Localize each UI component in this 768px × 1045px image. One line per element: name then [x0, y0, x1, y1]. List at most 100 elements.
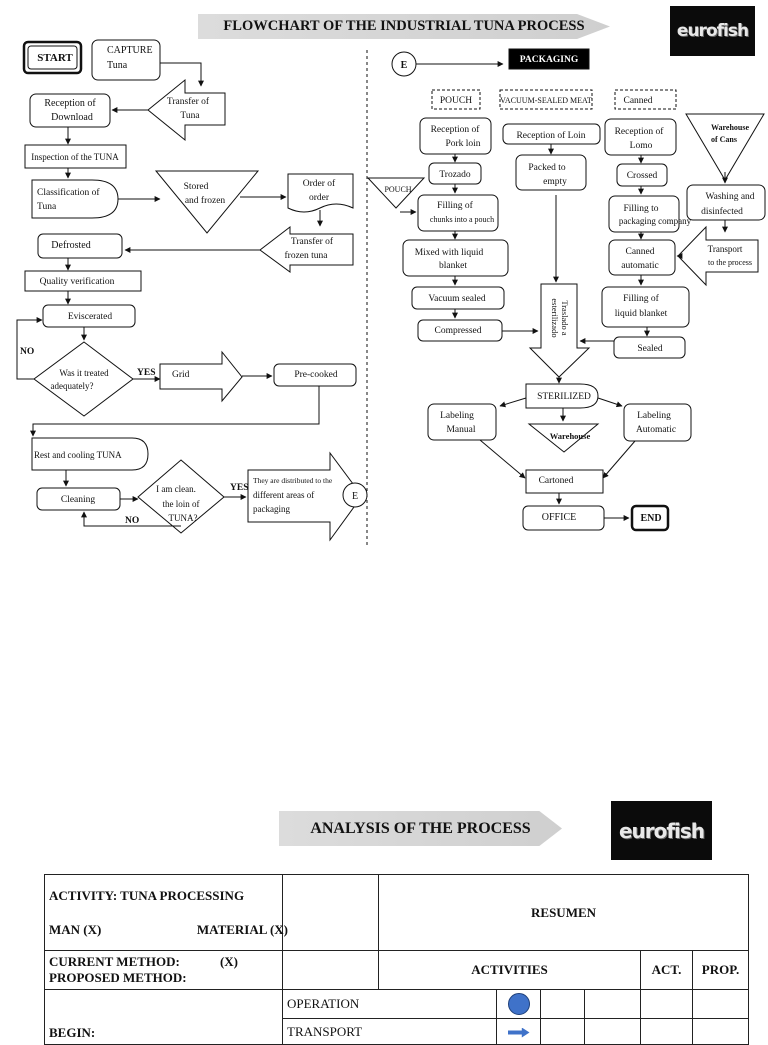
mixed-label-1: Mixed with liquid — [415, 248, 484, 258]
act-label: ACT. — [651, 962, 682, 977]
labeling-manual-box: Labeling Manual — [427, 403, 497, 441]
transport-label-1: Transport — [708, 244, 743, 254]
label-manual-label-2: Manual — [446, 425, 475, 435]
cartoned-box: Cartoned — [525, 469, 604, 494]
start-label: START — [37, 52, 73, 64]
blank-cell — [540, 989, 585, 1019]
analysis-table: ACTIVITY: TUNA PROCESSING MAN (X) MATERI… — [44, 874, 750, 1045]
defrosted-box: Defrosted — [37, 233, 123, 259]
classification-label-1: Classification of — [37, 187, 100, 198]
eviscerated-box: Eviscerated — [42, 304, 136, 328]
empty-cell-2 — [282, 950, 379, 990]
capture-tuna-box: CAPTURE Tuna — [91, 39, 161, 81]
sealed-label: Sealed — [637, 344, 663, 354]
warehouse-cans-label-2: of Cans — [711, 135, 737, 144]
blank-cell — [691, 989, 750, 1019]
mixed-label-2: blanket — [439, 261, 467, 271]
blank-cell — [584, 1018, 641, 1045]
transport-symbol-cell — [496, 1018, 541, 1045]
operation-label: OPERATION — [287, 996, 360, 1011]
vacuum-sealed-label: Vacuum sealed — [428, 294, 485, 304]
office-box: OFFICE — [522, 505, 605, 531]
cleaning-label: Cleaning — [61, 495, 96, 505]
order-label-2: order — [309, 193, 330, 203]
order-document-shape: Order of order — [287, 173, 354, 213]
reception-loin-label: Reception of Loin — [516, 130, 585, 141]
canned-auto-label-1: Canned — [625, 247, 654, 257]
capture-label-2: Tuna — [107, 60, 128, 71]
current-method-mark: (X) — [219, 954, 238, 969]
pouch-triangle: POUCH — [366, 177, 426, 209]
packed-empty-label-2: empty — [543, 177, 567, 187]
rest-cooling-shape: Rest and cooling TUNA — [31, 437, 149, 471]
logo-text: eurofish — [676, 21, 749, 41]
compressed-label: Compressed — [435, 326, 482, 336]
precooked-label: Pre-cooked — [294, 370, 338, 380]
treated-decision: Was it treated adequately? — [33, 341, 134, 417]
prop-header: PROP. — [691, 950, 750, 990]
label-auto-label-1: Labeling — [637, 411, 671, 421]
filling-liquid-label-1: Filling of — [623, 293, 659, 304]
proposed-method-label: PROPOSED METHOD: — [49, 970, 187, 985]
begin-cell: BEGIN: — [44, 989, 283, 1045]
analysis-title-banner: ANALYSIS OF THE PROCESS — [279, 811, 562, 846]
order-label-1: Order of — [303, 178, 336, 189]
canned-automatic-box: Canned automatic — [608, 239, 676, 276]
material-label: MATERIAL (X) — [196, 921, 288, 937]
trozado-box: Trozado — [428, 162, 482, 185]
no-label-1: NO — [20, 347, 34, 357]
washing-label-1: Washing and — [705, 192, 754, 202]
transfer-frozen-label-2: frozen tuna — [285, 250, 329, 261]
connector-e-left-label: E — [352, 491, 358, 502]
activities-header: ACTIVITIES — [378, 950, 641, 990]
transport-cell: TRANSPORT — [282, 1018, 497, 1045]
traslado-label-2: esterilizado — [550, 298, 560, 337]
empty-cell — [282, 874, 379, 951]
man-label: MAN (X) — [49, 921, 102, 937]
transfer-tuna-arrow: Transfer of Tuna — [147, 78, 226, 142]
clean-label-3: TUNA? — [169, 513, 198, 523]
operation-cell: OPERATION — [282, 989, 497, 1019]
canned-header-label: Canned — [623, 96, 652, 106]
pouch-triangle-label: POUCH — [384, 185, 411, 194]
reception-label-1: Reception of — [44, 98, 96, 109]
office-label: OFFICE — [542, 512, 576, 523]
reception-loin-box: Reception of Loin — [502, 123, 601, 145]
tuna-process-flowchart: START CAPTURE Tuna Transfer of Tuna Rece… — [16, 39, 766, 545]
warehouse-label: Warehouse — [550, 431, 591, 441]
canned-auto-label-2: automatic — [621, 261, 658, 271]
warehouse-triangle: Warehouse — [527, 423, 600, 453]
vacuum-sealed-box: Vacuum sealed — [411, 286, 505, 310]
pouch-header: POUCH — [431, 89, 481, 110]
blank-cell — [640, 989, 693, 1019]
transport-arrow-icon — [507, 1027, 530, 1038]
stored-label-1: Stored — [184, 182, 209, 192]
distributed-label-1: They are distributed to the — [253, 476, 333, 485]
packaging-header: PACKAGING — [508, 48, 590, 70]
end-label: END — [640, 513, 661, 524]
filling-pouch-label-2: chunks into a pouch — [430, 215, 494, 224]
vacuum-header: VACUUM-SEALED MEAT — [499, 89, 593, 110]
start-terminal: START — [22, 40, 83, 75]
clean-decision: I am clean. the loin of TUNA? — [137, 459, 225, 534]
trozado-label: Trozado — [439, 170, 471, 180]
resumen-cell: RESUMEN — [377, 874, 750, 951]
connector-e-left: E — [342, 482, 368, 508]
labeling-automatic-box: Labeling Automatic — [623, 403, 692, 442]
reception-pork-label-2: Pork loin — [445, 139, 480, 149]
inspection-box: Inspection of the TUNA — [24, 144, 127, 169]
pouch-header-label: POUCH — [440, 96, 472, 106]
filling-liquid-label-2: liquid blanket — [615, 309, 668, 319]
current-method-label: CURRENT METHOD: — [49, 954, 180, 969]
logo-text-2: eurofish — [618, 818, 705, 843]
grid-arrow: Grid — [159, 350, 243, 403]
packed-empty-box: Packed to empty — [515, 154, 587, 191]
warehouse-cans-label-1: Warehouse — [711, 123, 750, 132]
yes-label-1: YES — [137, 368, 155, 378]
reception-lomo-label-1: Reception of — [615, 126, 665, 137]
vacuum-header-label: VACUUM-SEALED MEAT — [500, 96, 592, 105]
distributed-label-3: packaging — [253, 504, 290, 514]
flowchart-title: FLOWCHART OF THE INDUSTRIAL TUNA PROCESS — [223, 18, 585, 34]
compressed-box: Compressed — [417, 319, 503, 342]
filling-pouch-box: Filling of chunks into a pouch — [417, 194, 499, 232]
